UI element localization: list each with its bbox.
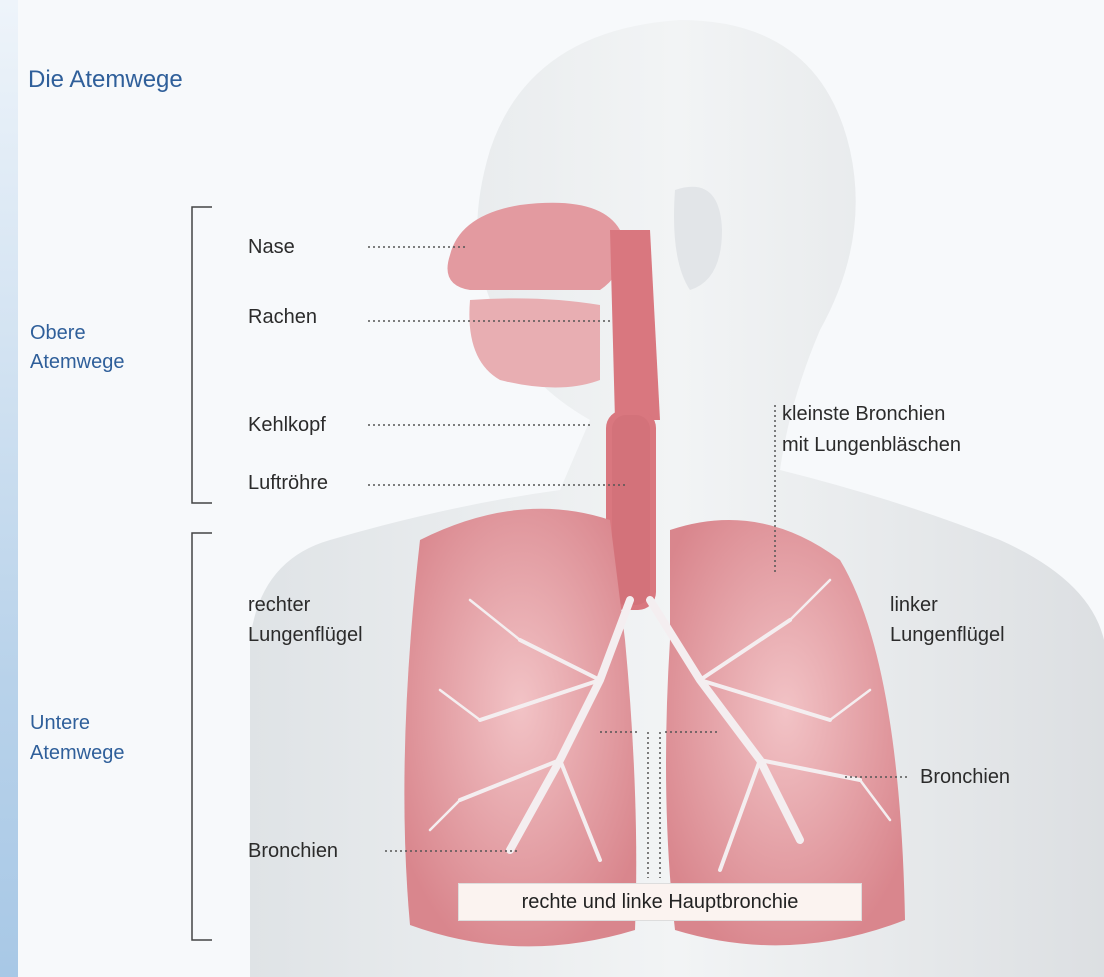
page-title: Die Atemwege <box>28 66 183 94</box>
group-lower-line1: Untere <box>30 708 90 738</box>
label-alveoli-line1: kleinste Bronchien <box>782 399 945 429</box>
group-upper-line2: Atemwege <box>30 347 125 377</box>
mouth-cavity <box>469 298 600 387</box>
label-left-lung-line1: linker <box>890 590 938 620</box>
label-nose: Nase <box>248 232 295 262</box>
label-alveoli-line2: mit Lungenbläschen <box>782 430 961 460</box>
nasal-cavity <box>448 203 623 290</box>
label-larynx: Kehlkopf <box>248 410 326 440</box>
bracket-upper <box>192 207 212 503</box>
group-upper-line1: Obere <box>30 318 86 348</box>
label-left-lung-line2: Lungenflügel <box>890 620 1005 650</box>
label-right-lung-line2: Lungenflügel <box>248 620 363 650</box>
label-right-lung-line1: rechter <box>248 590 310 620</box>
label-trachea: Luftröhre <box>248 468 328 498</box>
label-bronchi-right: Bronchien <box>920 762 1010 792</box>
bracket-lower <box>192 533 212 940</box>
label-pharynx: Rachen <box>248 302 317 332</box>
right-lung <box>404 509 636 947</box>
label-bronchi-left: Bronchien <box>248 836 338 866</box>
label-main-bronchi: rechte und linke Hauptbronchie <box>458 883 862 921</box>
group-lower-line2: Atemwege <box>30 738 125 768</box>
